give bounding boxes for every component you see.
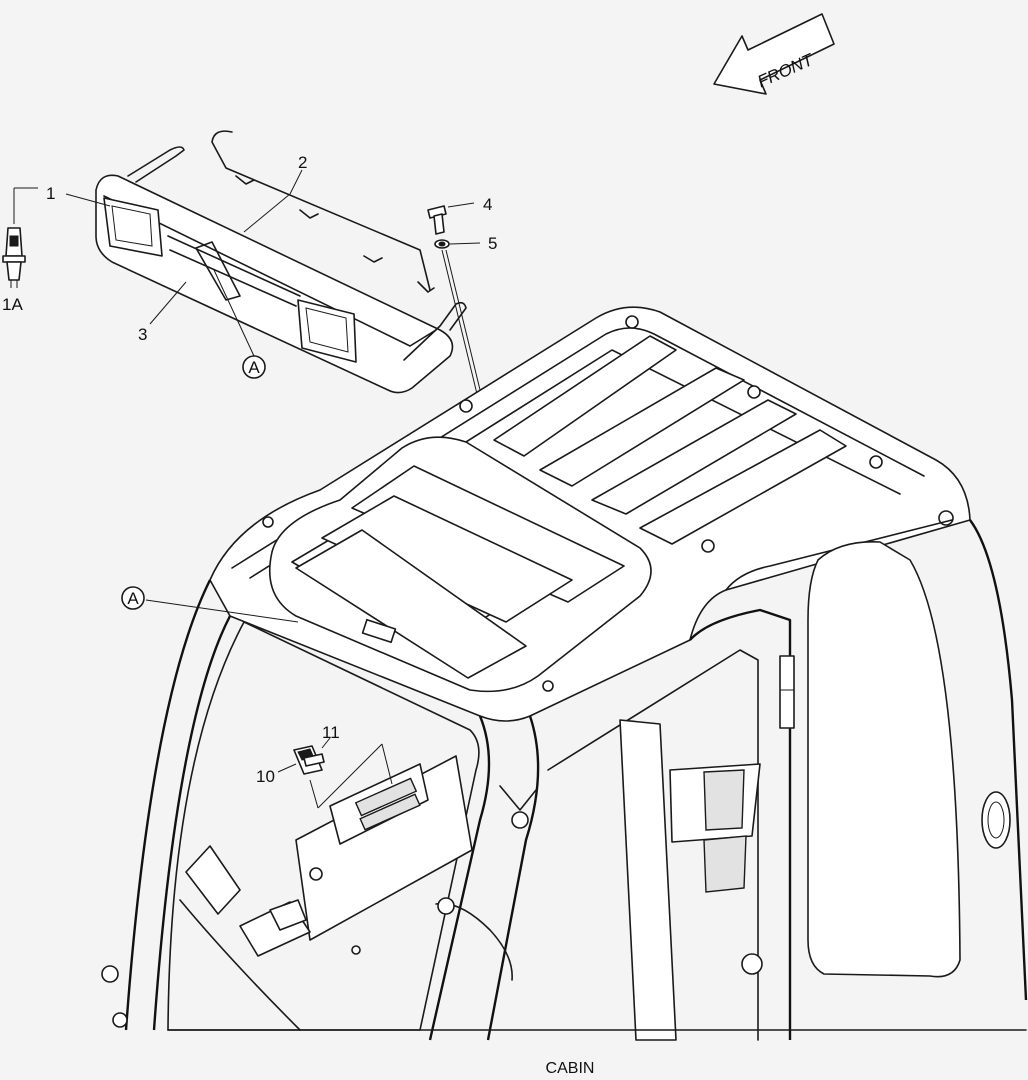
cab-roof (209, 306, 971, 722)
callout-1a: 1A (2, 295, 23, 314)
callout-11: 11 (322, 723, 340, 742)
callout-2: 2 (298, 153, 307, 172)
detail-a-cab-label: A (127, 589, 139, 608)
callout-1: 1 (46, 184, 55, 203)
callout-3: 3 (138, 325, 147, 344)
front-direction-arrow: FRONT (713, 13, 835, 95)
callout-4: 4 (483, 195, 492, 214)
switch-panel (354, 777, 421, 831)
detail-a-marker-cab: A (121, 586, 145, 610)
detail-a-marker-top: A (242, 355, 266, 379)
roof-bolts (262, 315, 954, 692)
wire-harness (211, 130, 435, 293)
callout-leaders (65, 169, 481, 773)
bolt-4-icon (427, 205, 447, 235)
callout-10: 10 (256, 767, 275, 786)
light-bar-assembly (95, 146, 467, 394)
detail-a-top-label: A (248, 358, 260, 377)
washer-5-icon (434, 239, 450, 249)
switch-10-11-icon (293, 743, 393, 809)
cab-body (101, 519, 1028, 1041)
diagram-caption: CABIN (546, 1060, 595, 1077)
bulb-1a-icon (2, 187, 38, 288)
callout-5: 5 (488, 234, 497, 253)
